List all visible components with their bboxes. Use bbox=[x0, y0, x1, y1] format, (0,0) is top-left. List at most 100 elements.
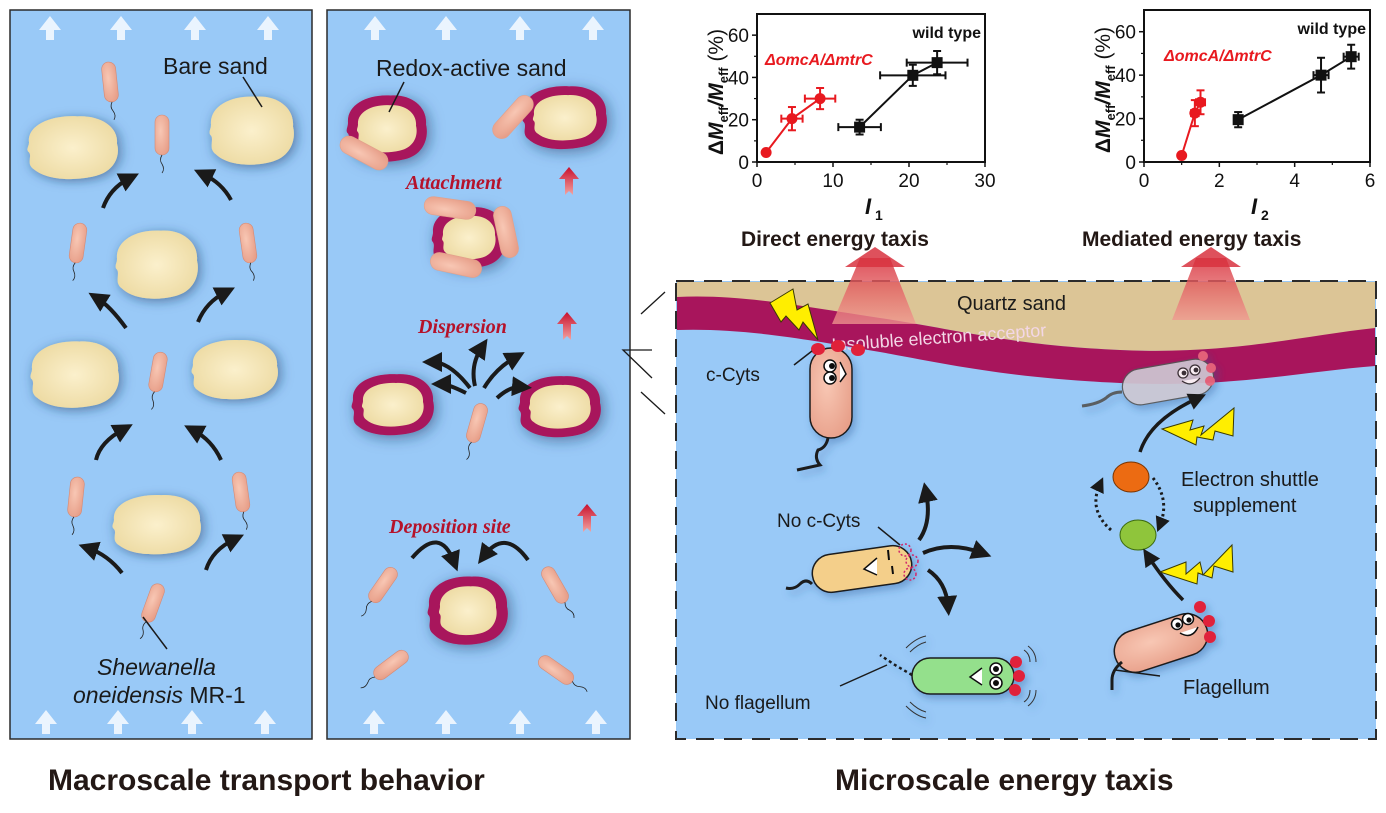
lightning-bolt-icon bbox=[1158, 543, 1234, 585]
curved-arrow-icon bbox=[926, 568, 958, 616]
chart2-x-axis-label-subscript: 2 bbox=[1261, 207, 1269, 223]
sand-grain bbox=[115, 230, 198, 299]
zoom-connector bbox=[621, 291, 666, 415]
dispersion-arrows bbox=[422, 338, 532, 400]
movement-arrows bbox=[78, 169, 245, 575]
taxis-arrow-head bbox=[1181, 247, 1241, 267]
chart1-y-tick-label: 20 bbox=[728, 111, 749, 132]
label-c-cyts: c-Cyts bbox=[706, 365, 760, 386]
panel-redox-sand-column: Redox-active sand Attachment Dispersion … bbox=[326, 9, 631, 740]
curved-arrow-icon bbox=[193, 169, 233, 201]
chart1-data-point bbox=[814, 93, 826, 105]
shuttle-oxidized-icon bbox=[1112, 461, 1150, 493]
curved-arrow-icon bbox=[431, 374, 467, 395]
shuttle-reduced-icon bbox=[1119, 519, 1157, 551]
label-no-c-cyts: No c-Cyts bbox=[777, 511, 860, 532]
chart2-x-axis-label: I bbox=[1251, 194, 1258, 219]
label-flagellum: Flagellum bbox=[1183, 677, 1270, 699]
bacterium-no-ccyts-mutant bbox=[785, 543, 919, 594]
chart1-legend-mutant: ΔomcA/ΔmtrC bbox=[764, 52, 873, 69]
chart1-data-point bbox=[907, 69, 919, 81]
chart2-series-mutant bbox=[1176, 89, 1207, 161]
chart2-y-tick-label: 20 bbox=[1115, 110, 1136, 131]
sand-grain bbox=[191, 339, 278, 400]
chart1-x-tick-label: 0 bbox=[752, 171, 763, 192]
leader-line bbox=[1114, 669, 1161, 677]
c-cyts-proteins bbox=[811, 340, 865, 356]
chart2-legend-wild-type: wild type bbox=[1297, 21, 1367, 38]
curved-arrow-icon bbox=[184, 425, 223, 461]
chart1-x-tick-label: 20 bbox=[898, 171, 919, 192]
missing-flagellum bbox=[879, 653, 913, 677]
label-shuttle-line1: Electron shuttle bbox=[1181, 469, 1319, 491]
label-species-genus: Shewanella bbox=[97, 654, 216, 680]
chart2-y-tick-label: 60 bbox=[1115, 23, 1136, 44]
curved-arrow-icon bbox=[917, 482, 938, 542]
chart1-x-axis-label-subscript: 1 bbox=[875, 207, 883, 223]
curved-arrow-icon bbox=[101, 173, 139, 209]
lightning-bolt-icon bbox=[1160, 406, 1235, 446]
curved-arrow-icon bbox=[94, 424, 133, 461]
chart2-series-wild-type bbox=[1232, 43, 1360, 129]
curved-arrow-icon bbox=[482, 352, 525, 390]
bacterium-no-flagellum-mutant bbox=[879, 635, 1037, 719]
chart1-y-axis-label: ΔMeff/Meff (%) bbox=[705, 29, 731, 155]
sand-grain bbox=[30, 341, 119, 408]
chart1-data-point bbox=[854, 121, 866, 133]
electron-shuttle-cycle bbox=[1090, 393, 1235, 602]
chart2-data-point bbox=[1176, 149, 1188, 161]
leader-line bbox=[242, 76, 263, 108]
chart1-series-mutant bbox=[760, 87, 837, 158]
random-motion-arrows bbox=[917, 482, 992, 616]
label-redox-sand: Redox-active sand bbox=[376, 55, 567, 81]
chart2-x-tick-label: 4 bbox=[1289, 171, 1300, 192]
label-bare-sand: Bare sand bbox=[163, 53, 268, 79]
label-no-flagellum: No flagellum bbox=[705, 693, 811, 714]
leader-line bbox=[793, 350, 813, 366]
chart1-y-tick-label: 0 bbox=[738, 153, 749, 174]
chart2-x-tick-label: 0 bbox=[1139, 171, 1150, 192]
chart1-x-tick-label: 30 bbox=[974, 171, 995, 192]
panel-microscale: Quartz sand Insoluble electron acceptor … bbox=[675, 247, 1377, 740]
taxis-arrow-direct-icon bbox=[832, 258, 916, 324]
curved-arrow-icon bbox=[88, 292, 128, 330]
coated-sand-grain bbox=[518, 376, 601, 438]
chart2-data-point bbox=[1315, 69, 1327, 81]
leader-line bbox=[877, 526, 901, 546]
chart2-y-tick-label: 0 bbox=[1125, 153, 1136, 174]
stage-label-deposition: Deposition site bbox=[388, 516, 511, 538]
deposition-arrows bbox=[410, 540, 530, 572]
curved-arrow-icon bbox=[422, 352, 472, 390]
curved-arrow-icon bbox=[78, 541, 124, 575]
panel-bare-sand-column: Bare sand Shewanella oneidensis MR-1 bbox=[9, 9, 313, 740]
curved-arrow-icon bbox=[468, 338, 488, 387]
chart1-y-tick-label: 60 bbox=[728, 26, 749, 47]
bacterium-wildtype-direct bbox=[796, 347, 853, 472]
chart2-x-tick-label: 6 bbox=[1365, 171, 1376, 192]
chart2-data-point bbox=[1232, 114, 1244, 126]
stage-label-attachment: Attachment bbox=[404, 172, 503, 194]
sand-grain bbox=[112, 494, 201, 555]
dotted-cycle-arrow-icon bbox=[1151, 477, 1170, 532]
chart1-data-point bbox=[931, 57, 943, 69]
chart2-y-axis-label: ΔMeff/Meff (%) bbox=[1092, 27, 1118, 153]
chart2-series-line bbox=[1237, 55, 1352, 121]
chart1-legend-wild-type: wild type bbox=[912, 25, 982, 42]
chart2-caption: Mediated energy taxis bbox=[1082, 228, 1301, 251]
flagellum bbox=[1081, 390, 1123, 408]
label-species-name: oneidensis MR-1 bbox=[73, 682, 246, 708]
chart2-x-tick-label: 2 bbox=[1214, 171, 1225, 192]
curved-arrow-icon bbox=[204, 534, 245, 571]
chart1-x-axis-label: I bbox=[865, 194, 872, 219]
label-quartz-sand: Quartz sand bbox=[957, 293, 1066, 315]
chart1-series-wild-type bbox=[837, 50, 969, 136]
chart2-y-tick-label: 40 bbox=[1115, 66, 1136, 87]
leader-line bbox=[839, 664, 888, 687]
chart1-data-point bbox=[786, 113, 798, 125]
curved-arrow-icon bbox=[196, 287, 235, 323]
coated-sand-grain bbox=[351, 374, 434, 436]
leader-line bbox=[142, 616, 168, 650]
sand-grain bbox=[209, 96, 294, 165]
